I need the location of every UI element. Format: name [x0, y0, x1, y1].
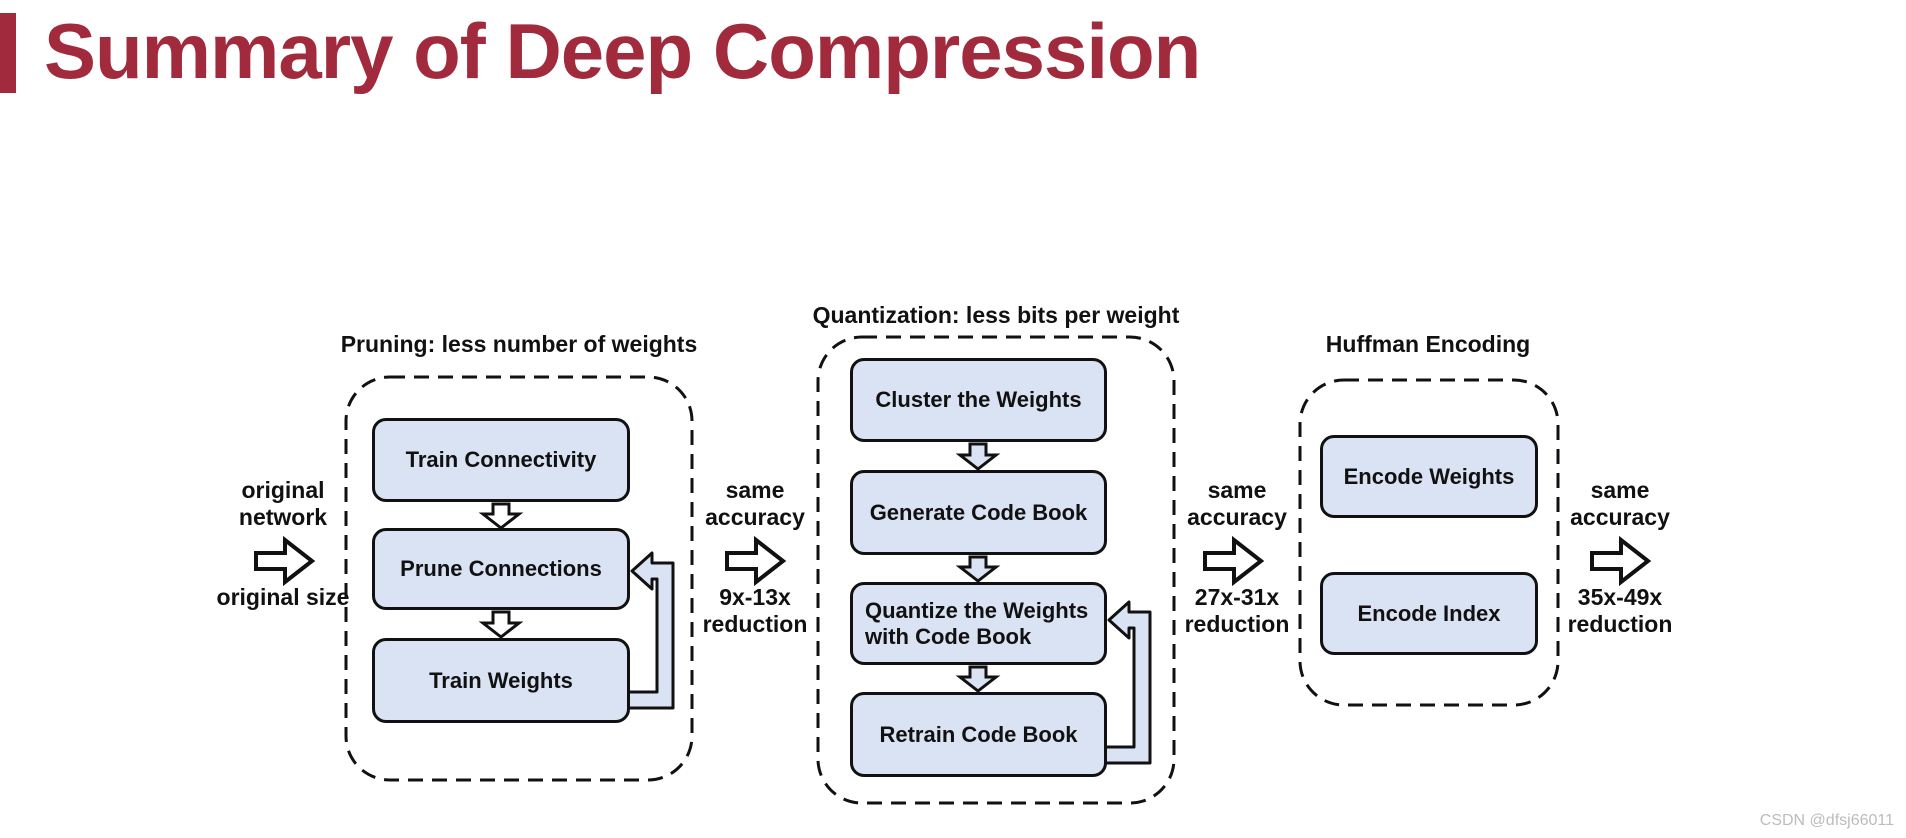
pruning-group-outline — [344, 375, 694, 782]
input-bottom-caption: original size — [216, 584, 350, 610]
pruning-result-caption: same accuracy — [705, 477, 805, 530]
down-arrow-icon — [478, 502, 524, 530]
quantization-stage-label: Quantization: less bits per weight — [812, 302, 1180, 328]
watermark: CSDN @dfsj66011 — [1759, 812, 1894, 829]
flow-arrow-pruning-to-quantization-icon — [725, 535, 787, 587]
down-arrow-icon — [955, 555, 1001, 583]
node-retrain-code-book: Retrain Code Book — [850, 692, 1107, 777]
huffman-group-outline — [1298, 378, 1560, 707]
down-arrow-icon — [478, 610, 524, 639]
node-encode-weights: Encode Weights — [1320, 435, 1538, 518]
node-quantize-the-weights: Quantize the Weights with Code Book — [850, 582, 1107, 665]
node-encode-index: Encode Index — [1320, 572, 1538, 655]
down-arrow-icon — [955, 442, 1001, 471]
quantization-feedback-arrow — [1098, 600, 1152, 765]
node-cluster-the-weights: Cluster the Weights — [850, 358, 1107, 442]
title-accent-bar — [0, 13, 16, 93]
huffman-result-caption: same accuracy — [1570, 477, 1670, 530]
node-train-weights: Train Weights — [372, 638, 630, 723]
down-arrow-icon — [955, 665, 1001, 693]
input-top-caption: original network — [238, 477, 328, 530]
huffman-stage-label: Huffman Encoding — [1325, 331, 1531, 357]
node-generate-code-book: Generate Code Book — [850, 470, 1107, 555]
pruning-stage-label: Pruning: less number of weights — [340, 331, 698, 357]
quantization-group-outline — [816, 335, 1176, 805]
flow-arrow-output-icon — [1590, 535, 1652, 587]
quantization-reduction-caption: 27x-31x reduction — [1184, 584, 1290, 637]
pruning-feedback-arrow — [622, 551, 675, 710]
huffman-reduction-caption: 35x-49x reduction — [1567, 584, 1673, 637]
node-train-connectivity: Train Connectivity — [372, 418, 630, 502]
quantization-result-caption: same accuracy — [1187, 477, 1287, 530]
pruning-reduction-caption: 9x-13x reduction — [702, 584, 808, 637]
flow-arrow-input-icon — [254, 535, 316, 587]
flow-arrow-quantization-to-huffman-icon — [1203, 535, 1265, 587]
page-title: Summary of Deep Compression — [44, 7, 1201, 95]
node-prune-connections: Prune Connections — [372, 528, 630, 610]
